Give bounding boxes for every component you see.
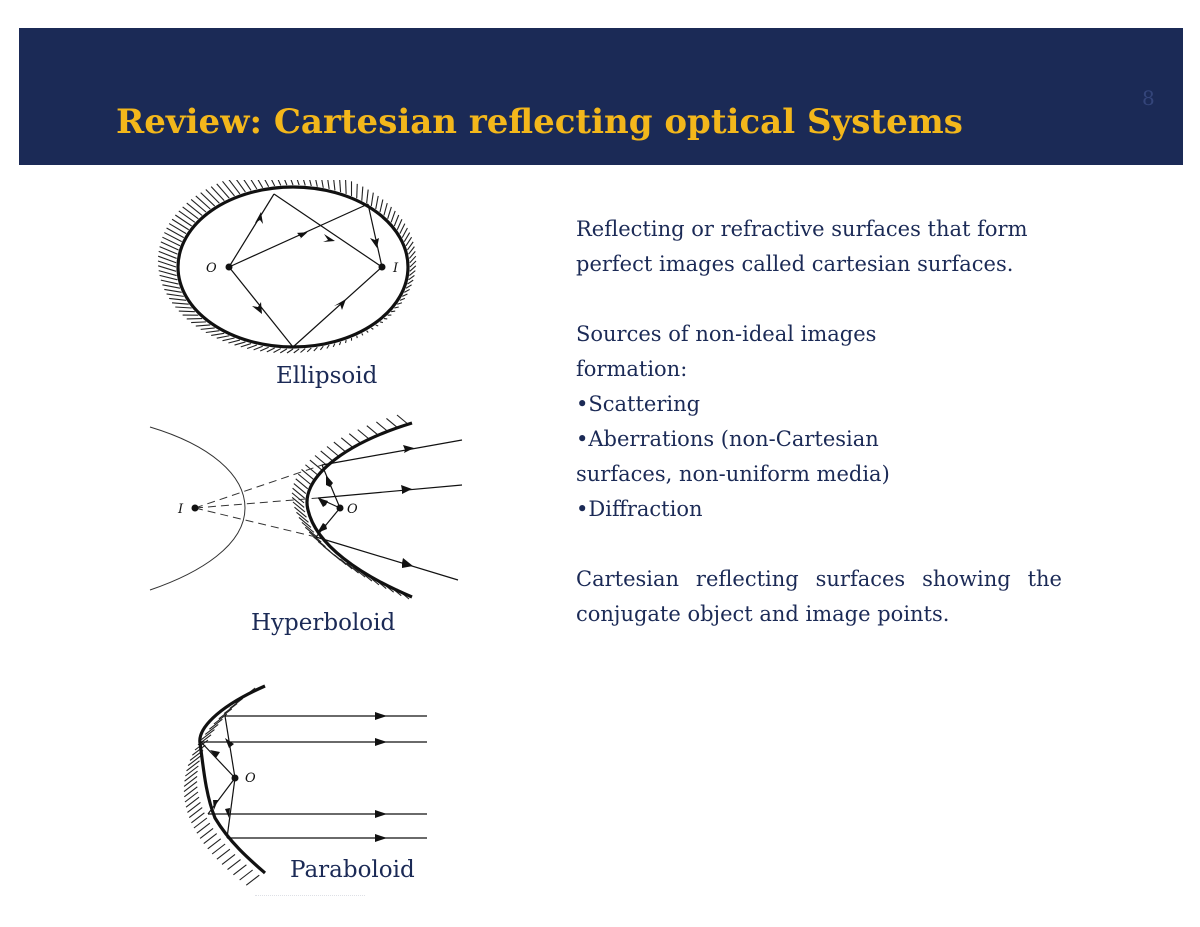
hyperbola-image-point — [191, 504, 199, 512]
caption-hyperboloid: Hyperboloid — [251, 610, 396, 636]
bullet-scattering: •Scattering — [576, 392, 701, 416]
parabola-label-o: O — [245, 771, 256, 786]
parabola-arrowheads — [210, 712, 387, 842]
virtual-hyperbola-branch — [149, 426, 246, 591]
ellipse-label-i: I — [392, 261, 399, 276]
ellipse-image-point — [378, 263, 386, 271]
hyperbola-mirror — [305, 421, 413, 599]
slide-number: 8 — [1142, 86, 1155, 110]
closing-paragraph: Cartesian reflecting surfaces showing th… — [576, 567, 1062, 626]
hyperbola-label-i: I — [177, 502, 184, 517]
faint-residue-mark — [255, 895, 365, 904]
intro-paragraph: Reflecting or refractive surfaces that f… — [576, 217, 1028, 276]
bullet-diffraction: •Diffraction — [576, 497, 703, 521]
hyperbola-dashed-rays — [194, 464, 323, 538]
sources-heading: Sources of non-ideal images formation: — [576, 322, 877, 381]
paraboloid-diagram: O — [183, 684, 427, 886]
parabola-hatching — [183, 687, 260, 886]
parabola-rays — [200, 715, 427, 839]
hyperbola-arrowheads — [317, 445, 414, 568]
content-column: Reflecting or refractive surfaces that f… — [576, 212, 1062, 632]
ellipse-object-point — [225, 263, 233, 271]
bullet-aberrations: •Aberrations (non-Cartesian surfaces, no… — [576, 427, 890, 486]
ellipse-label-o: O — [206, 261, 217, 276]
title-banner — [19, 28, 1183, 165]
caption-paraboloid: Paraboloid — [290, 857, 415, 883]
parabola-object-point — [231, 774, 239, 782]
hyperboloid-diagram: I O — [149, 414, 463, 600]
caption-ellipsoid: Ellipsoid — [276, 363, 378, 389]
hyperbola-object-point — [336, 504, 344, 512]
ellipse-arrowheads — [252, 212, 379, 314]
hyperbola-label-o: O — [347, 502, 358, 517]
ellipse-hatching — [157, 180, 417, 354]
ellipsoid-diagram: O I — [157, 180, 417, 354]
parabola-mirror — [198, 684, 267, 875]
slide-title: Review: Cartesian reflecting optical Sys… — [116, 102, 963, 142]
ellipse-rays — [228, 193, 383, 348]
